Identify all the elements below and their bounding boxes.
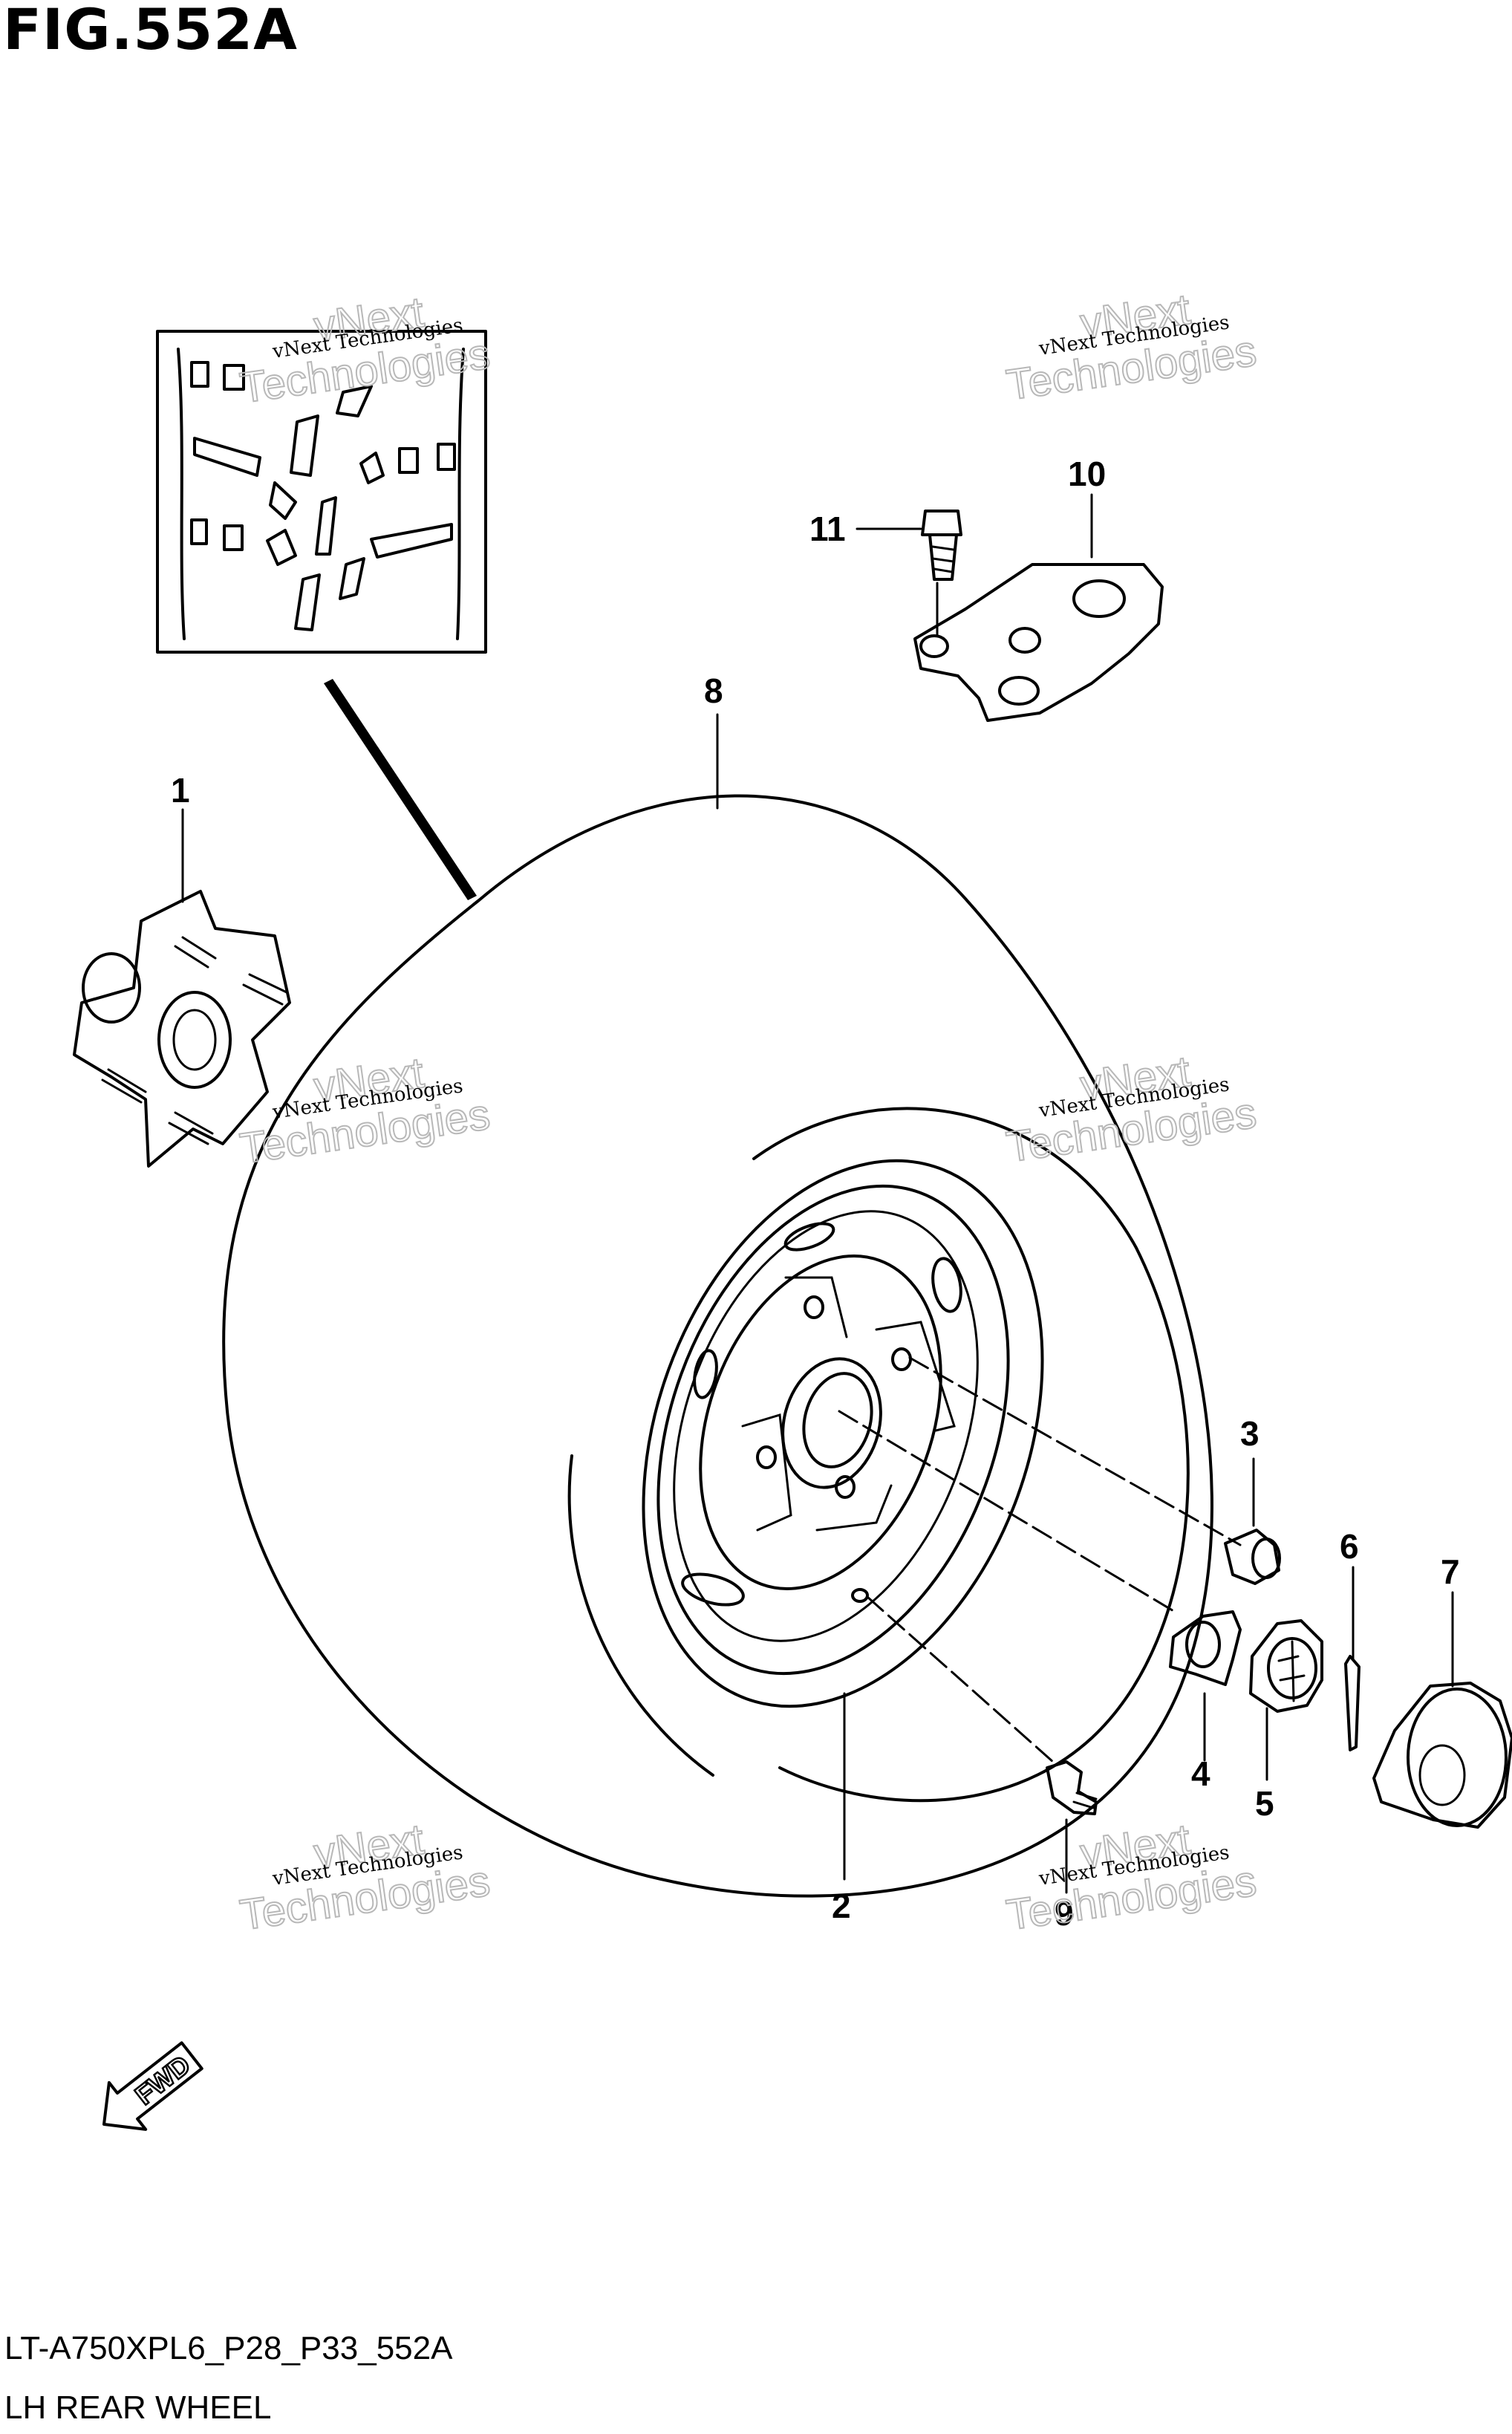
washer [1169,1610,1242,1686]
callout-2: 2 [832,1887,851,1925]
figure-title: FIG.552A [3,0,298,62]
diagram-code: LT-A750XPL6_P28_P33_552A [4,2330,453,2366]
leader-lines [181,493,1454,1894]
callout-9: 9 [1055,1894,1074,1933]
callout-5: 5 [1255,1784,1274,1823]
fwd-arrow: FWD [102,2041,203,2131]
wheel-rim [642,1159,1044,1708]
callout-3: 3 [1240,1414,1260,1453]
nut [1224,1529,1281,1585]
tread-pattern-inset [156,330,487,900]
callout-8: 8 [704,671,723,710]
callout-10: 10 [1068,455,1106,493]
bracket [913,563,1164,722]
hub [73,890,291,1168]
valve [1046,1760,1098,1815]
tire [222,794,1213,1898]
watermark: vNext Technologies vNext Technologies vN… [236,284,1260,1941]
callout-7: 7 [1441,1552,1460,1591]
diagram-caption: LH REAR WHEEL [4,2389,272,2426]
callout-4: 4 [1191,1754,1210,1793]
castle-nut [1249,1619,1323,1713]
callout-11: 11 [809,510,846,548]
callout-6: 6 [1340,1527,1359,1566]
cotter-pin [1344,1655,1361,1751]
callout-1: 1 [171,771,190,810]
bolt [921,510,962,581]
cap [1372,1682,1512,1829]
